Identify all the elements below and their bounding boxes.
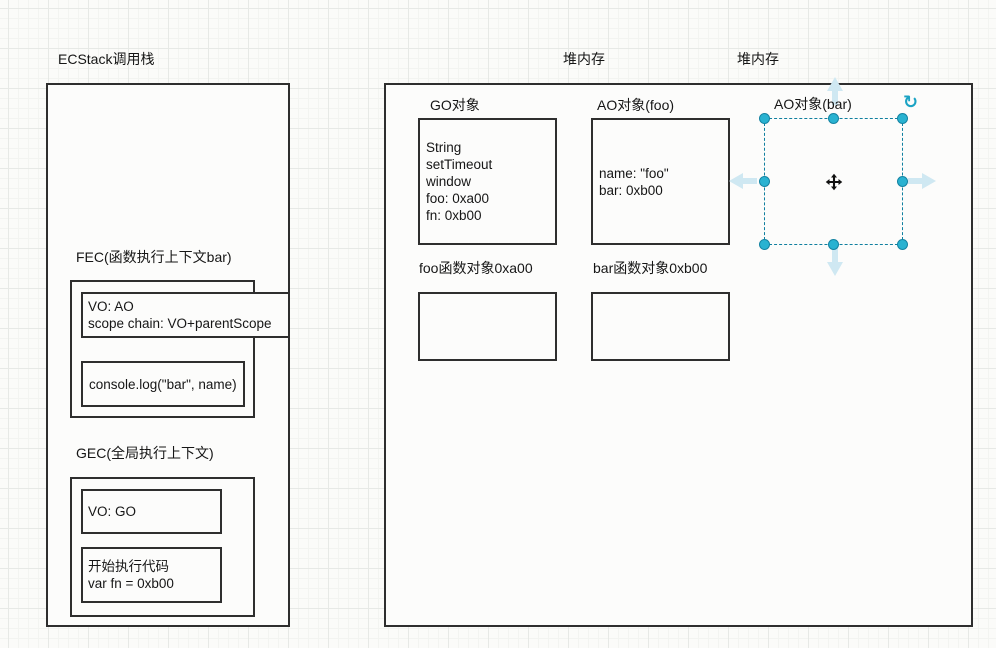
go-line: foo: 0xa00 [426,191,490,206]
ao-foo-label: AO对象(foo) [597,97,675,113]
foo-function-object-shape[interactable] [418,292,557,361]
direction-arrow-right-icon[interactable] [908,171,936,191]
go-line: String [426,140,462,155]
gec-code-shape[interactable]: 开始执行代码 var fn = 0xb00 [81,547,222,603]
fec-code-line: console.log("bar", name) [89,376,237,392]
direction-arrow-up-icon[interactable] [825,77,845,105]
fec-vo-shape[interactable]: VO: AO scope chain: VO+parentScope [81,292,290,338]
ao-bar-label: AO对象(bar) [774,96,852,112]
go-line: setTimeout [426,157,493,172]
go-line: fn: 0xb00 [426,208,482,223]
fec-vo-line1: VO: AO [88,299,134,314]
ecstack-title: ECStack调用栈 [58,51,155,67]
fec-label: FEC(函数执行上下文bar) [76,249,232,265]
resize-handle-top-middle[interactable] [828,113,839,124]
rotate-icon[interactable]: ↻ [903,92,919,112]
ao-foo-line: name: "foo" [599,165,669,181]
heap-title-left: 堆内存 [563,51,605,67]
direction-arrow-left-icon[interactable] [729,171,757,191]
resize-handle-top-left[interactable] [759,113,770,124]
gec-code-line2: var fn = 0xb00 [88,576,174,591]
ao-foo-shape[interactable]: name: "foo" bar: 0xb00 [591,118,730,245]
go-object-shape[interactable]: String setTimeout window foo: 0xa00 fn: … [418,118,557,245]
heap-title-right: 堆内存 [737,51,779,67]
ao-foo-line: bar: 0xb00 [599,182,663,198]
resize-handle-middle-left[interactable] [759,176,770,187]
gec-label: GEC(全局执行上下文) [76,445,214,461]
fec-code-shape[interactable]: console.log("bar", name) [81,361,245,407]
gec-vo-shape[interactable]: VO: GO [81,489,222,534]
fec-vo-line2: scope chain: VO+parentScope [88,316,272,331]
ao-bar-selected-shape[interactable]: ↻ [729,77,936,276]
direction-arrow-down-icon[interactable] [825,248,845,276]
resize-handle-top-right[interactable] [897,113,908,124]
gec-vo-line1: VO: GO [88,504,137,519]
foo-function-object-label: foo函数对象0xa00 [419,260,533,276]
go-line: window [426,174,472,189]
gec-code-line1: 开始执行代码 [88,559,169,574]
resize-handle-bottom-right[interactable] [897,239,908,250]
bar-function-object-label: bar函数对象0xb00 [593,260,708,276]
go-object-label: GO对象 [430,97,480,113]
resize-handle-bottom-middle[interactable] [828,239,839,250]
bar-function-object-shape[interactable] [591,292,730,361]
resize-handle-middle-right[interactable] [897,176,908,187]
resize-handle-bottom-left[interactable] [759,239,770,250]
move-icon[interactable] [825,173,843,191]
